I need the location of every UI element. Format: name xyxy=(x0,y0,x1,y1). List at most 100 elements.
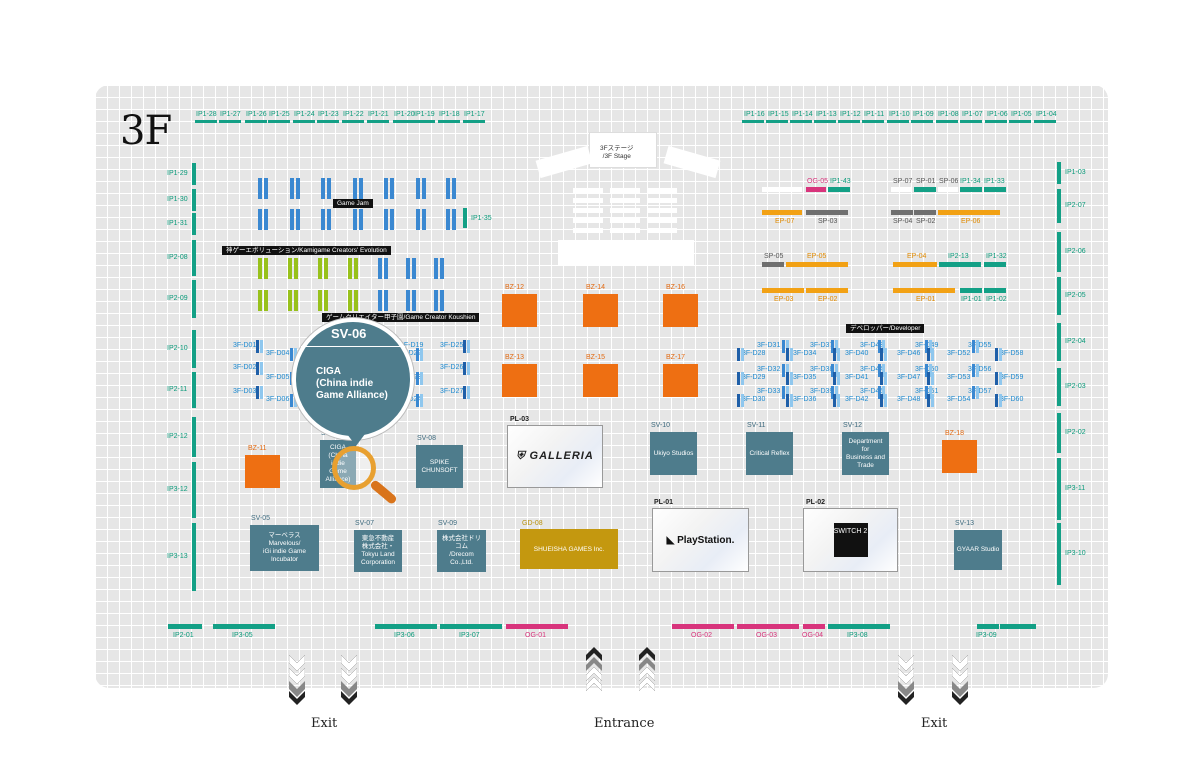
booth-3f-d32-alt[interactable] xyxy=(786,364,789,377)
booth-3f-d52[interactable] xyxy=(927,348,930,361)
booth-3f-d04[interactable] xyxy=(290,348,293,361)
koushien-table[interactable] xyxy=(384,290,388,311)
booth-og-05[interactable] xyxy=(806,187,826,192)
booth-ip1-33[interactable] xyxy=(984,187,1006,192)
booth-3f-d30-alt[interactable] xyxy=(741,394,744,407)
booth-3f-d36[interactable] xyxy=(786,394,789,407)
booth-sv-12[interactable]: Department for Business and Trade xyxy=(842,432,889,475)
booth-sv-07[interactable]: 東急不動産 株式会社・ Tokyu Land Corporation xyxy=(354,530,402,572)
booth-3f-d48[interactable] xyxy=(880,394,883,407)
game-jam-table[interactable] xyxy=(290,178,294,199)
booth-3f-d44-alt[interactable] xyxy=(882,364,885,377)
koushien-table[interactable] xyxy=(412,258,416,279)
booth-sp-03[interactable] xyxy=(806,210,848,215)
booth-ip3-06[interactable] xyxy=(375,624,437,629)
kamigame-table[interactable] xyxy=(288,290,292,311)
booth-3f-d56-alt[interactable] xyxy=(976,364,979,377)
game-jam-table[interactable] xyxy=(390,178,394,199)
game-jam-table[interactable] xyxy=(258,178,262,199)
booth-bz-18[interactable] xyxy=(942,440,977,473)
kamigame-table[interactable] xyxy=(288,258,292,279)
booth-3f-d35[interactable] xyxy=(786,372,789,385)
booth-3f-d27-alt[interactable] xyxy=(467,386,470,399)
booth-3f-d51[interactable] xyxy=(925,386,928,399)
game-jam-table[interactable] xyxy=(422,209,426,230)
game-jam-table[interactable] xyxy=(321,209,325,230)
booth-3f-d59-alt[interactable] xyxy=(999,372,1002,385)
booth-3f-d36-alt[interactable] xyxy=(790,394,793,407)
booth-ip3-09[interactable] xyxy=(977,624,999,629)
booth-ip2-05[interactable] xyxy=(1057,277,1061,315)
booth-3f-d29[interactable] xyxy=(737,372,740,385)
game-jam-table[interactable] xyxy=(416,209,420,230)
booth-3f-d47[interactable] xyxy=(880,372,883,385)
booth-3f-d03[interactable] xyxy=(256,386,259,399)
booth-ip1-43[interactable] xyxy=(828,187,850,192)
booth-ip2-08[interactable] xyxy=(192,240,196,276)
booth-ep-05[interactable] xyxy=(786,262,848,267)
booth-3f-d28[interactable] xyxy=(737,348,740,361)
booth-bz-16[interactable] xyxy=(663,294,698,327)
booth-3f-d45[interactable] xyxy=(878,386,881,399)
koushien-table[interactable] xyxy=(378,258,382,279)
booth-og-01[interactable] xyxy=(506,624,568,629)
booth-sv-11[interactable]: Critical Reflex xyxy=(746,432,793,475)
game-jam-table[interactable] xyxy=(452,178,456,199)
booth-3f-d35-alt[interactable] xyxy=(790,372,793,385)
booth-ip2-04[interactable] xyxy=(1057,323,1061,361)
booth-bz-13[interactable] xyxy=(502,364,537,397)
game-jam-table[interactable] xyxy=(321,178,325,199)
booth-3f-d27[interactable] xyxy=(463,386,466,399)
booth-sv-09[interactable]: 株式会社ドリコム /Drecom Co.,Ltd. xyxy=(437,530,486,572)
booth-ip1-24[interactable] xyxy=(293,120,315,123)
koushien-table[interactable] xyxy=(406,258,410,279)
kamigame-table[interactable] xyxy=(354,290,358,311)
booth-blank-white[interactable] xyxy=(762,187,802,192)
kamigame-table[interactable] xyxy=(294,258,298,279)
booth-ip1-16[interactable] xyxy=(742,120,764,123)
game-jam-table[interactable] xyxy=(353,209,357,230)
booth-ip1-10[interactable] xyxy=(887,120,909,123)
booth-ip1-31[interactable] xyxy=(192,213,196,235)
booth-ep-04[interactable] xyxy=(893,262,937,267)
booth-ip3-07[interactable] xyxy=(440,624,502,629)
booth-ip1-15[interactable] xyxy=(766,120,788,123)
game-jam-table[interactable] xyxy=(258,209,262,230)
booth-ip1-30[interactable] xyxy=(192,189,196,211)
booth-ip1-22[interactable] xyxy=(342,120,364,123)
booth-3f-d41-alt[interactable] xyxy=(837,372,840,385)
booth-ip1-08[interactable] xyxy=(936,120,958,123)
booth-og-03[interactable] xyxy=(737,624,799,629)
booth-3f-d37-alt[interactable] xyxy=(835,340,838,353)
game-jam-table[interactable] xyxy=(290,209,294,230)
booth-3f-d58[interactable] xyxy=(995,348,998,361)
game-jam-table[interactable] xyxy=(446,209,450,230)
booth-sp-04[interactable] xyxy=(891,210,913,215)
booth-pl-01[interactable]: ◣ PlayStation. xyxy=(652,508,749,572)
booth-3f-d43[interactable] xyxy=(878,340,881,353)
booth-3f-d26-alt[interactable] xyxy=(467,362,470,375)
game-jam-table[interactable] xyxy=(353,178,357,199)
kamigame-table[interactable] xyxy=(264,258,268,279)
game-jam-table[interactable] xyxy=(390,209,394,230)
booth-3f-d29-alt[interactable] xyxy=(741,372,744,385)
booth-3f-d38-alt[interactable] xyxy=(835,364,838,377)
booth-bz-12[interactable] xyxy=(502,294,537,327)
booth-3f-d04-alt[interactable] xyxy=(294,348,297,361)
booth-sv-10[interactable]: Ukiyo Studios xyxy=(650,432,697,475)
game-jam-table[interactable] xyxy=(359,209,363,230)
booth-ip2-02[interactable] xyxy=(1057,413,1061,453)
booth-3f-d38[interactable] xyxy=(831,364,834,377)
booth-3f-d25-alt[interactable] xyxy=(467,340,470,353)
booth-ip1-29[interactable] xyxy=(192,163,196,185)
booth-ip1-05[interactable] xyxy=(1009,120,1031,123)
booth-3f-d26[interactable] xyxy=(463,362,466,375)
booth-3f-d42[interactable] xyxy=(833,394,836,407)
booth-pl-02[interactable]: SWITCH 2 xyxy=(803,508,898,572)
game-jam-table[interactable] xyxy=(327,209,331,230)
booth-3f-d55[interactable] xyxy=(972,340,975,353)
booth-3f-d22-alt[interactable] xyxy=(420,348,423,361)
booth-3f-d49-alt[interactable] xyxy=(929,340,932,353)
booth-3f-d33-alt[interactable] xyxy=(786,386,789,399)
booth-ip1-09[interactable] xyxy=(911,120,933,123)
